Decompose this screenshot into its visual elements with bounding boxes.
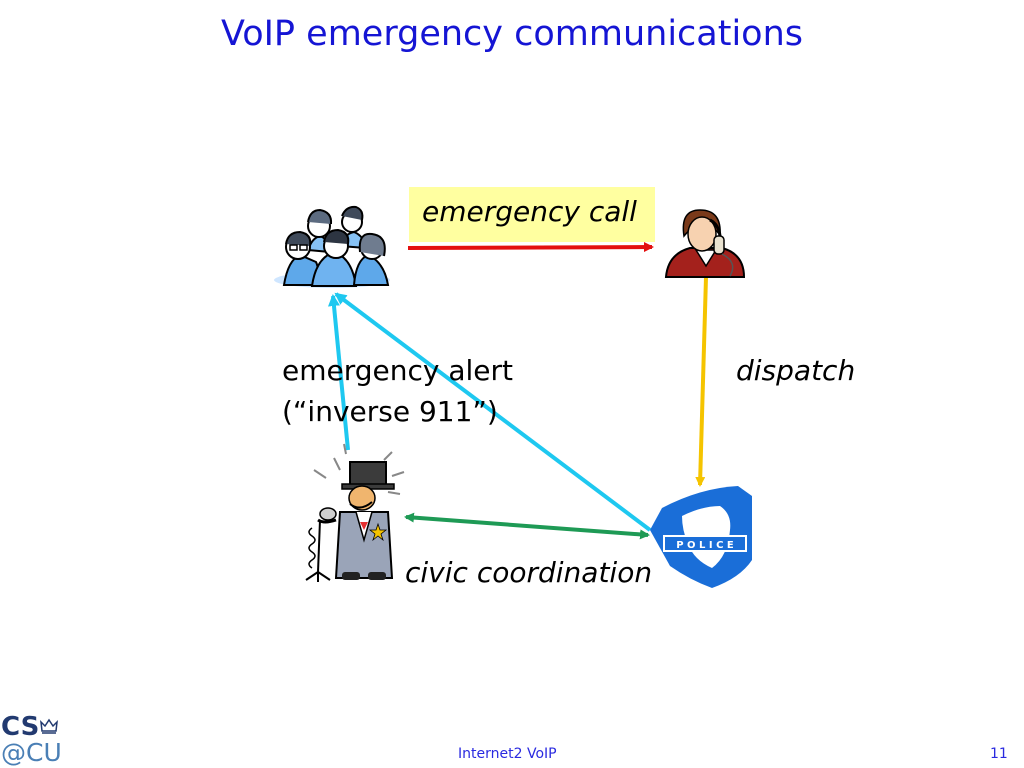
edge-dispatch: [695, 276, 708, 487]
slide-title: VoIP emergency communications: [220, 14, 804, 54]
edge-emergency-alert: [327, 294, 350, 451]
group-of-people-icon: [274, 205, 390, 288]
cs-at-cu-logo: CS @CU: [0, 712, 62, 768]
logo-line-2: @CU: [1, 738, 62, 767]
telephone-operator-icon: [664, 209, 746, 278]
edge-label-inverse-911: (“inverse 911”): [282, 395, 498, 428]
edge-label-civic-coordination: civic coordination: [405, 556, 653, 589]
logo-line-1: CS: [1, 712, 40, 742]
edge-label-emergency-call: emergency call: [422, 195, 637, 228]
edge-police-to-citizens: [334, 292, 652, 532]
police-badge-icon: P O L I C E: [650, 486, 752, 588]
footer-center-text: Internet2 VoIP: [458, 746, 557, 762]
page-number: 11: [990, 746, 1008, 762]
official-with-microphone-icon: [305, 443, 405, 582]
edge-label-emergency-alert: emergency alert: [282, 354, 514, 387]
edge-label-dispatch: dispatch: [736, 354, 856, 387]
police-badge-text: P O L I C E: [676, 540, 734, 551]
edge-civic-coordination: [404, 512, 650, 540]
emergency-call-highlight: [409, 187, 655, 242]
edge-emergency-call: [407, 242, 654, 253]
crown-icon: [40, 718, 58, 734]
